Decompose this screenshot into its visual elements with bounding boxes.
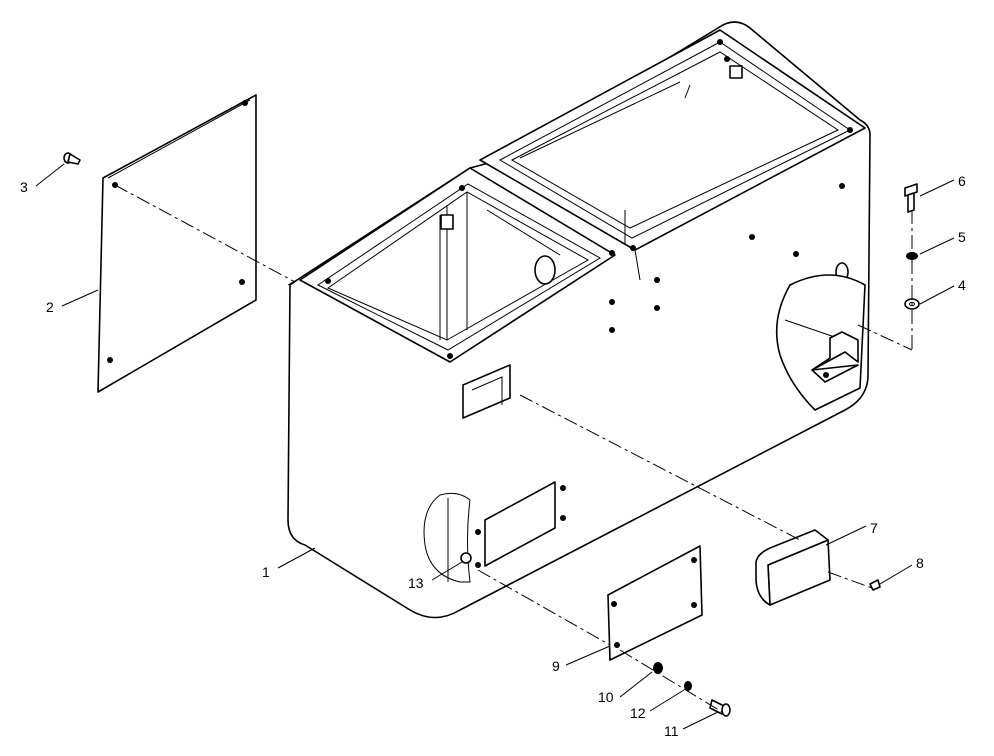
cable-hole [534,255,556,285]
right-top-rim [479,29,866,251]
left-tab [440,214,454,230]
callout-10: 10 [598,689,614,705]
bolt-6 [904,183,918,213]
callout-6: 6 [958,173,966,189]
leader-lines [35,163,955,730]
callout-9: 9 [552,658,560,674]
lower-access-opening [484,481,556,567]
screw-3 [63,152,81,165]
side-cover-panel [97,94,257,393]
left-top-rim [299,167,616,363]
callout-labels: 1 2 3 4 5 6 7 8 9 10 11 12 13 [20,173,966,739]
cutaway-detail [423,492,471,583]
right-tab [729,65,743,79]
bracket-cutaway [775,274,866,411]
callout-7: 7 [870,520,878,536]
callout-3: 3 [20,179,28,195]
hand-hold-cup [755,529,831,606]
centerlines [114,184,913,713]
access-plate [607,545,703,661]
callout-4: 4 [958,277,966,293]
washer-12 [684,681,692,691]
callout-12: 12 [630,705,646,721]
nut-10 [653,662,663,674]
callout-5: 5 [958,229,966,245]
callout-8: 8 [916,555,924,571]
mounting-bracket [811,331,859,383]
callout-13: 13 [408,575,424,591]
callout-11: 11 [664,723,679,739]
screw-8 [869,579,881,591]
callout-1: 1 [262,564,270,580]
bolt-11 [709,699,731,717]
console-housing [287,21,871,619]
callout-2: 2 [46,299,54,315]
